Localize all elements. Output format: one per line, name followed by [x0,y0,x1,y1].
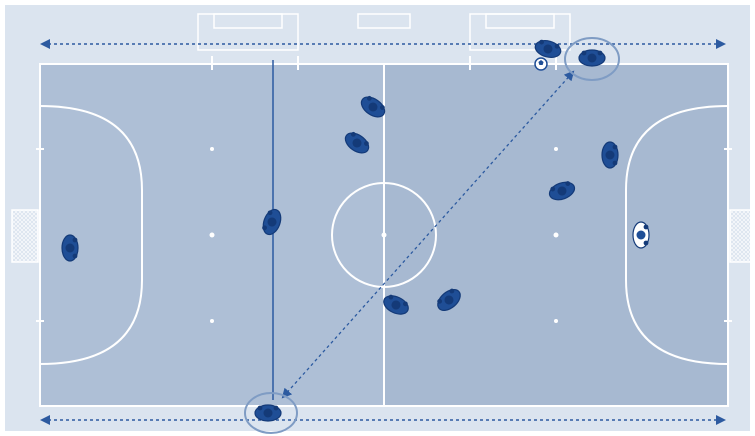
goal-right [730,210,752,262]
goal-left [12,210,38,262]
player-winger-bottom-highlighted [255,405,281,421]
soccer-ball-icon [535,58,547,70]
mark-right-bottom [554,319,558,323]
penalty-spot-right [554,233,559,238]
mark-left-top [210,147,214,151]
player-attacker-right-1 [602,142,618,168]
player-goalkeeper-left [62,235,78,261]
penalty-spot-left [210,233,215,238]
center-spot [382,233,387,238]
mark-right-top [554,147,558,151]
player-goalkeeper-right [633,222,649,248]
player-winger-top-highlighted [579,50,605,66]
mark-left-bottom [210,319,214,323]
